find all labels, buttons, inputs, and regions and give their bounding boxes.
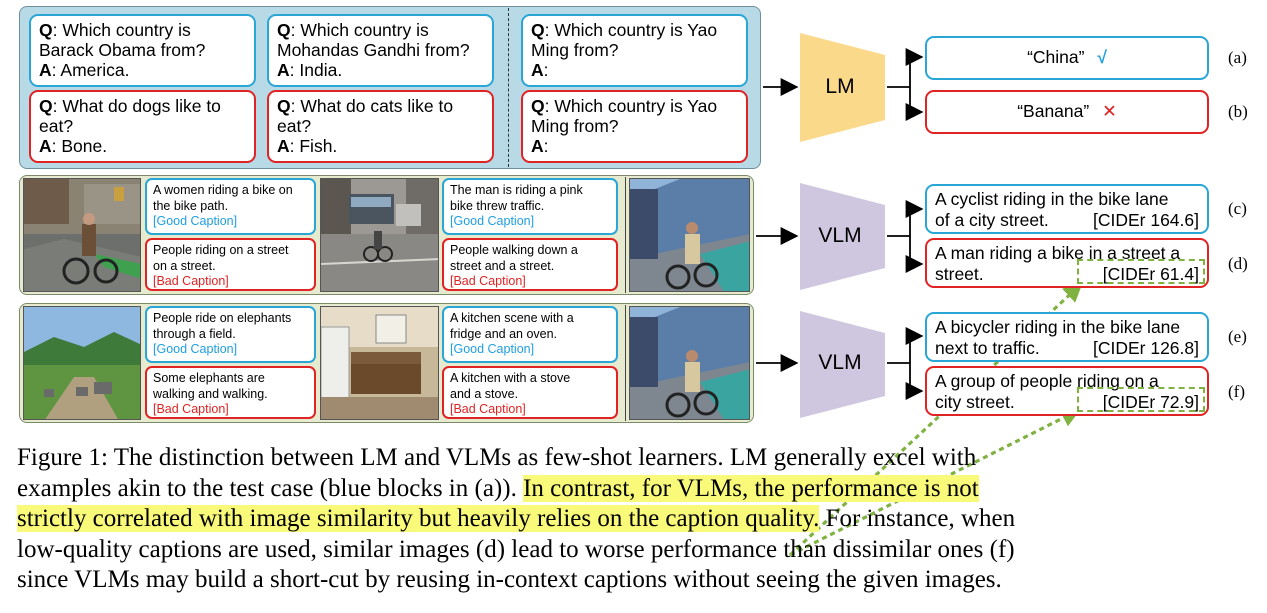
output-tag: (d) — [1228, 254, 1248, 273]
caption-line: low-quality captions are used, similar i… — [17, 535, 1015, 563]
vlm-output-good: A cyclist riding in the bike lane of a c… — [925, 184, 1209, 234]
caption-line: examples akin to the test case (blue blo… — [17, 474, 979, 502]
vlm-model-label: VLM — [818, 224, 862, 247]
demo-image-elephants — [23, 306, 141, 420]
qa-example-box: Q: Which country is Barack Obama from? A… — [29, 14, 256, 87]
caption-line: strictly correlated with image similarit… — [17, 505, 1016, 532]
vlm-model-label: VLM — [818, 351, 862, 374]
cider-dashed-box — [1077, 387, 1205, 412]
lm-output-good: “China” √ — [925, 36, 1209, 80]
demo-image-cyclist — [23, 178, 141, 292]
bad-caption-box: People walking down a street and a stree… — [442, 238, 618, 291]
panel-divider — [625, 177, 626, 293]
output-tag: (e) — [1228, 327, 1247, 346]
qa-example-box: Q: Which country is Mohandas Gandhi from… — [267, 14, 494, 87]
query-image-cyclist — [629, 306, 750, 420]
demo-image-street-traffic — [320, 178, 439, 292]
qa-query-box: Q: Which country is Yao Ming from? A: — [521, 90, 748, 163]
bad-caption-box: Some elephants are walking and walking. … — [145, 366, 316, 419]
vlm-model-shape — [800, 311, 885, 418]
lm-output-bad: “Banana” ✕ — [925, 90, 1209, 134]
qa-query-box: Q: Which country is Yao Ming from? A: — [521, 14, 748, 87]
caption-highlight: In contrast, for VLMs, the performance i… — [523, 474, 979, 502]
output-tag: (c) — [1228, 199, 1247, 218]
demo-image-kitchen — [320, 306, 439, 420]
caption-highlight: strictly correlated with image similarit… — [17, 505, 820, 532]
output-tag: (f) — [1228, 382, 1245, 401]
output-tag: (a) — [1228, 48, 1247, 67]
lm-model-label: LM — [825, 75, 855, 98]
bad-caption-box: A kitchen with a stove and a stove. [Bad… — [442, 366, 618, 419]
lm-model-shape — [800, 33, 885, 142]
figure-caption: Figure 1: The distinction between LM and… — [17, 443, 1265, 596]
good-caption-box: A kitchen scene with a fridge and an ove… — [442, 306, 618, 363]
good-caption-box: People ride on elephants through a field… — [145, 306, 316, 363]
good-caption-box: A women riding a bike on the bike path. … — [145, 178, 316, 235]
bad-caption-box: People riding on a street on a street. [… — [145, 238, 316, 291]
output-tag: (b) — [1228, 102, 1248, 121]
vlm-output-bad: A man riding a bike in a street a street… — [925, 238, 1209, 288]
panel-divider — [508, 8, 509, 167]
panel-divider — [625, 305, 626, 421]
cider-dashed-box — [1077, 259, 1205, 284]
vlm-output-good: A bicycler riding in the bike lane next … — [925, 312, 1209, 362]
good-caption-box: The man is riding a pink bike threw traf… — [442, 178, 618, 235]
qa-example-box: Q: What do cats like to eat? A: Fish. — [267, 90, 494, 163]
check-icon: √ — [1097, 47, 1107, 67]
query-image-cyclist — [629, 178, 750, 292]
caption-line: Figure 1: The distinction between LM and… — [17, 444, 977, 471]
vlm-output-bad: A group of people riding on a city stree… — [925, 366, 1209, 416]
cross-icon: ✕ — [1102, 101, 1117, 121]
qa-example-box: Q: What do dogs like to eat? A: Bone. — [29, 90, 256, 163]
caption-line: since VLMs may build a short-cut by reus… — [17, 566, 1002, 593]
vlm-model-shape — [800, 183, 885, 290]
